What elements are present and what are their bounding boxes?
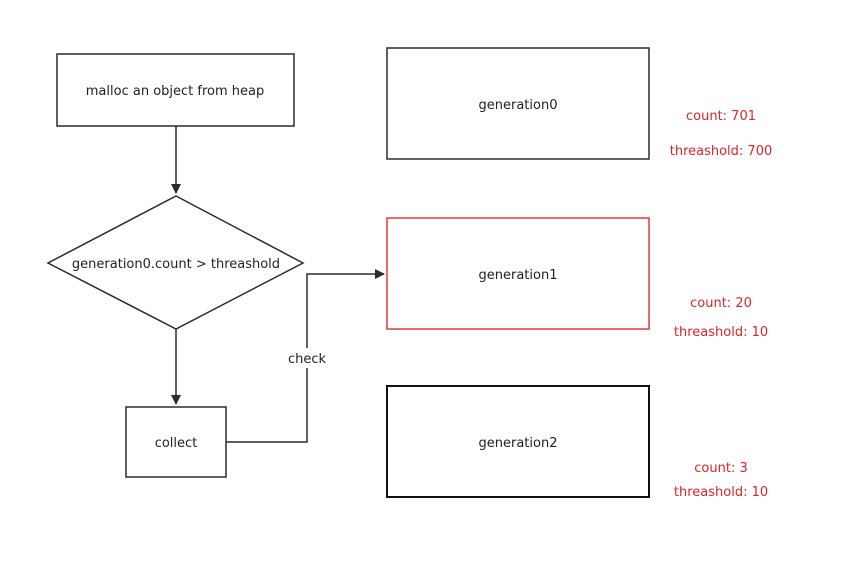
- generation1-box: [386, 217, 650, 330]
- generation2-count: count: 3: [694, 461, 747, 476]
- edge-label-background: [285, 348, 329, 368]
- generation0-threshold: threashold: 700: [670, 144, 773, 159]
- generation1-label: generation1: [479, 268, 558, 283]
- edge-label-check: check: [288, 352, 327, 367]
- generation2-threshold: threashold: 10: [674, 485, 768, 500]
- generation2-box: [386, 385, 650, 498]
- decision-node-label: generation0.count > threashold: [72, 257, 280, 272]
- collect-node: [125, 406, 227, 478]
- generation0-count: count: 701: [686, 109, 756, 124]
- generation1-threshold: threashold: 10: [674, 325, 768, 340]
- start-node: [56, 53, 295, 127]
- generation1-count: count: 20: [690, 296, 752, 311]
- generation0-label: generation0: [479, 98, 558, 113]
- generation0-box: [386, 47, 650, 160]
- start-node-label: malloc an object from heap: [86, 84, 264, 99]
- generation2-label: generation2: [479, 436, 558, 451]
- collect-node-label: collect: [155, 436, 198, 451]
